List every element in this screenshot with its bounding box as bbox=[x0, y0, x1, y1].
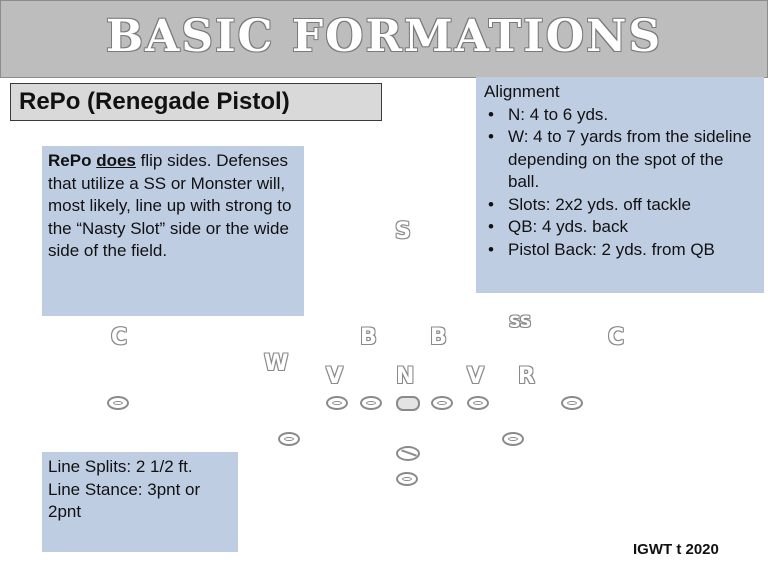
alignment-note: Alignment N: 4 to 6 yds. W: 4 to 7 yards… bbox=[476, 77, 764, 293]
defender-corner-right: C bbox=[608, 325, 625, 350]
flip-note-emphasis: does bbox=[96, 151, 136, 170]
formation-name: RePo (Renegade Pistol) bbox=[19, 88, 290, 115]
defender-r: R bbox=[518, 364, 535, 389]
line-stance: Line Stance: 3pnt or 2pnt bbox=[48, 479, 201, 522]
offense-tackle-left bbox=[326, 396, 348, 410]
alignment-item: N: 4 to 6 yds. bbox=[484, 104, 756, 127]
offense-pistol-back bbox=[396, 472, 418, 486]
offense-slot-right bbox=[502, 432, 524, 446]
flip-note-text: RePo does flip sides. Defenses that util… bbox=[48, 150, 298, 263]
line-note: Line Splits: 2 1/2 ft. Line Stance: 3pnt… bbox=[42, 452, 238, 552]
defender-strong-safety: SS bbox=[509, 312, 532, 331]
credit-text: IGWT t 2020 bbox=[633, 541, 719, 558]
flip-note-rest: flip sides. Defenses that utilize a SS o… bbox=[48, 151, 292, 260]
defender-w: W bbox=[264, 351, 289, 376]
offense-slot-left bbox=[278, 432, 300, 446]
offense-guard-left bbox=[360, 396, 382, 410]
defender-corner-left: C bbox=[111, 325, 128, 350]
defender-backer-right: B bbox=[430, 325, 447, 350]
alignment-list: N: 4 to 6 yds. W: 4 to 7 yards from the … bbox=[484, 104, 756, 262]
alignment-item: QB: 4 yds. back bbox=[484, 216, 756, 239]
defender-nose: N bbox=[396, 364, 415, 389]
alignment-item: Slots: 2x2 yds. off tackle bbox=[484, 194, 756, 217]
alignment-heading: Alignment bbox=[484, 82, 560, 101]
offense-quarterback bbox=[396, 446, 420, 461]
flip-note-lead: RePo bbox=[48, 151, 92, 170]
offense-wide-receiver-left bbox=[107, 396, 129, 410]
page-title: BASIC FORMATIONS bbox=[105, 11, 663, 62]
flip-sides-note: RePo does flip sides. Defenses that util… bbox=[42, 146, 304, 316]
defender-safety: S bbox=[395, 219, 411, 244]
title-banner: BASIC FORMATIONS bbox=[0, 0, 768, 78]
offense-wide-receiver-right bbox=[561, 396, 583, 410]
formation-name-box: RePo (Renegade Pistol) bbox=[10, 83, 382, 121]
defender-backer-left: B bbox=[360, 325, 377, 350]
line-splits: Line Splits: 2 1/2 ft. bbox=[48, 457, 193, 476]
offense-guard-right bbox=[431, 396, 453, 410]
offense-center bbox=[396, 396, 420, 411]
alignment-item: W: 4 to 7 yards from the sideline depend… bbox=[484, 126, 756, 194]
offense-tackle-right bbox=[467, 396, 489, 410]
defender-v-left: V bbox=[326, 364, 344, 389]
alignment-item: Pistol Back: 2 yds. from QB bbox=[484, 239, 756, 262]
defender-v-right: V bbox=[467, 364, 485, 389]
